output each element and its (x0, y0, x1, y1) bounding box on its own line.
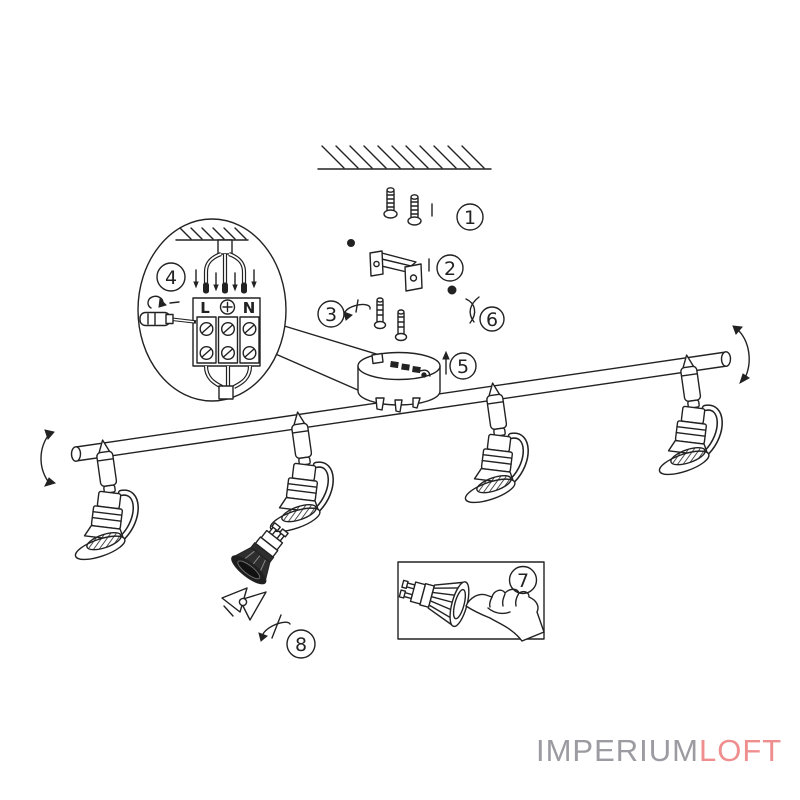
wire-twist-icon (447, 285, 480, 324)
brand-watermark-accent: LOFT (699, 733, 783, 768)
step-3-badge: 3 (317, 300, 345, 328)
rotate-arrow-left (40, 429, 57, 487)
step-6-badge: 6 (479, 306, 505, 332)
step-8-badge: 8 (286, 629, 316, 659)
rotate-arrow-right (732, 325, 750, 385)
screwdriver-icon (139, 311, 197, 327)
step-1-badge: 1 (456, 203, 484, 231)
step-4-number: 4 (165, 267, 177, 289)
step-2-badge: 2 (436, 254, 464, 282)
canopy-hook (419, 369, 431, 377)
step-3-number: 3 (325, 304, 337, 326)
canopy-notch (371, 352, 384, 365)
step-4-badge: 4 (156, 262, 186, 292)
detail-ceiling-hatch (175, 227, 249, 241)
step-2-number: 2 (444, 258, 456, 280)
step-6-number: 6 (486, 309, 498, 331)
terminal-block: L N (192, 297, 261, 367)
terminal-wiring-detail-icon: L N (137, 218, 287, 402)
bulb-rotate-icon (258, 614, 291, 642)
step-7-number: 7 (517, 570, 529, 592)
gu10-bulb-icon (231, 522, 289, 585)
earth-symbol (219, 299, 236, 315)
wall-plugs-and-screws-icon (383, 187, 433, 226)
step-5-number: 5 (457, 356, 469, 378)
mains-cable (217, 239, 233, 255)
step-8-number: 8 (295, 634, 307, 656)
socket-twist-icon (221, 587, 267, 621)
insert-bulb-hand-icon: 7 (397, 561, 545, 642)
spotlight-1 (55, 436, 148, 578)
mounting-bracket-icon (347, 239, 430, 292)
screwdriver-twist-icon (147, 295, 180, 309)
ceiling-hatch (317, 145, 492, 170)
mains-wires (193, 252, 257, 294)
brand-watermark: IMPERIUMLOFT (536, 733, 782, 769)
neutral-label: N (243, 299, 256, 317)
ceiling-canopy-icon (357, 350, 450, 413)
step-7-badge: 7 (508, 565, 538, 595)
fixture-wires-out (203, 365, 253, 400)
terminal-screws (199, 322, 257, 361)
canopy-screws-rotate-icon (343, 297, 408, 342)
live-label: L (200, 299, 210, 317)
brand-watermark-primary: IMPERIUM (536, 733, 699, 768)
step-1-number: 1 (464, 207, 476, 229)
gu10-bulb-in-box (398, 579, 470, 628)
step-5-badge: 5 (449, 352, 477, 380)
